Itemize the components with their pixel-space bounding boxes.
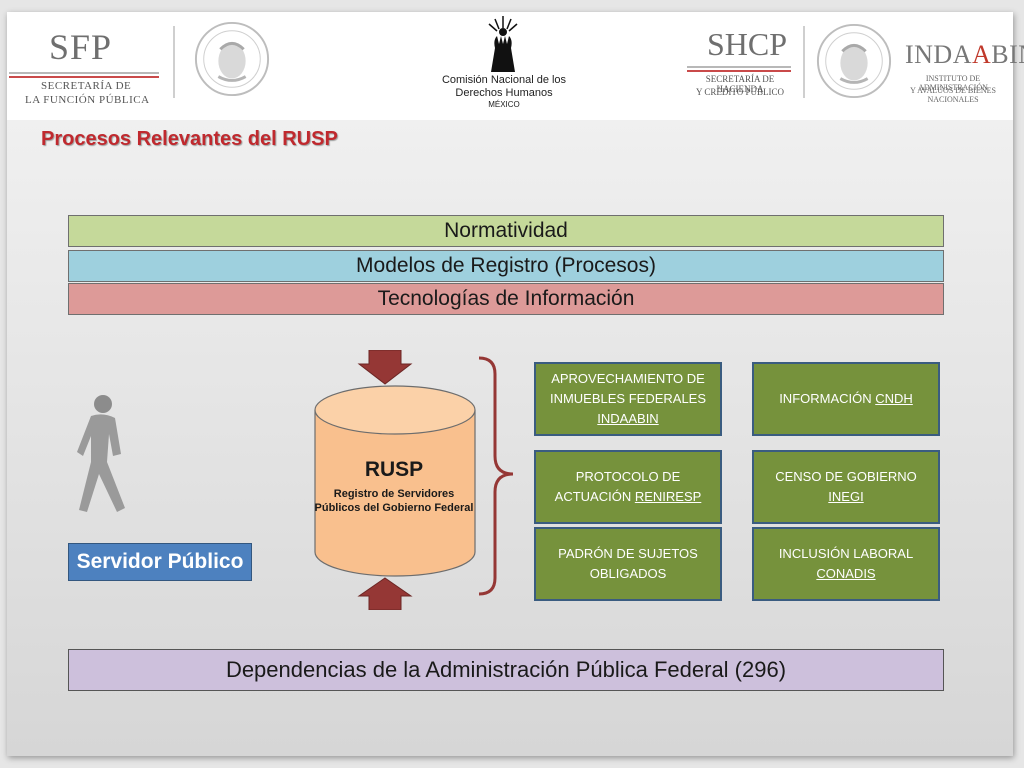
right-brace-icon: [478, 356, 514, 596]
cndh-logo-line2: Derechos Humanos: [455, 87, 553, 99]
conadis-link[interactable]: CONADIS: [816, 566, 876, 581]
box-line: APROVECHAMIENTO DE: [551, 371, 705, 386]
sfp-logo-rule: [9, 72, 159, 74]
box-inclusion-conadis: INCLUSIÓN LABORAL CONADIS: [752, 527, 940, 601]
logo-bar: SFP SECRETARÍA DE LA FUNCIÓN PÚBLICA Com…: [7, 12, 1024, 120]
box-informacion-cndh: INFORMACIÓN CNDH: [752, 362, 940, 436]
shcp-logo-line1: SECRETARÍA DE HACIENDA: [705, 74, 775, 94]
renirep-link[interactable]: RENIRESP: [634, 489, 702, 504]
box-line: ACTUACIÓN RENIRESP: [554, 489, 702, 504]
box-line: PROTOCOLO DE: [575, 469, 681, 484]
box-line: PADRÓN DE SUJETOS: [558, 546, 698, 561]
indaabin-logo-line2: Y AVALÚOS DE BIENES NACIONALES: [910, 86, 996, 104]
band-tecnologias: Tecnologías de Información: [68, 283, 944, 315]
rusp-title: RUSP: [364, 458, 424, 481]
logo-separator: [803, 26, 805, 98]
box-censo-inegi: CENSO DE GOBIERNO INEGI: [752, 450, 940, 524]
band-normatividad: Normatividad: [68, 215, 944, 247]
cndh-logo-line1: Comisión Nacional de los: [441, 74, 567, 86]
sfp-logo-acronym: SFP: [49, 27, 113, 67]
shcp-logo-acronym: SHCP: [707, 26, 788, 62]
box-aprovechamiento-indaabin: APROVECHAMIENTO DE INMUEBLES FEDERALES I…: [534, 362, 722, 436]
servidor-publico-box: Servidor Público: [68, 543, 252, 581]
indaabin-link[interactable]: INDAABIN: [597, 411, 659, 426]
inegi-link[interactable]: INEGI: [828, 489, 864, 504]
rusp-database-cylinder: [314, 350, 476, 610]
sfp-logo-line2: LA FUNCIÓN PÚBLICA: [25, 94, 150, 106]
band-modelos-registro: Modelos de Registro (Procesos): [68, 250, 944, 282]
sfp-logo-line1: SECRETARÍA DE: [41, 80, 132, 92]
indaabin-logo-acronym: INDAABIN: [905, 40, 1024, 69]
box-line: INCLUSIÓN LABORAL: [778, 546, 914, 561]
box-line: INMUEBLES FEDERALES: [549, 391, 707, 406]
rusp-subtitle-line1: Registro de Servidores: [333, 488, 455, 500]
walking-person-icon: [77, 395, 125, 512]
mexico-seal-icon: [194, 21, 270, 97]
sfp-logo-rule-red: [9, 76, 159, 78]
slide: SFP SECRETARÍA DE LA FUNCIÓN PÚBLICA Com…: [7, 12, 1024, 756]
indaabin-logo-line1: INSTITUTO DE ADMINISTRACIÓN: [918, 74, 988, 92]
shcp-logo-rule: [687, 66, 791, 68]
box-protocolo-renirep: PROTOCOLO DE ACTUACIÓN RENIRESP: [534, 450, 722, 524]
shcp-logo-rule-red: [687, 70, 791, 72]
logo-separator: [173, 26, 175, 98]
slide-title: Procesos Relevantes del RUSP: [41, 128, 338, 150]
cndh-logo-line3: MÉXICO: [488, 100, 520, 109]
shcp-logo-line2: Y CRÉDITO PÚBLICO: [695, 87, 784, 97]
box-padron-sujetos: PADRÓN DE SUJETOS OBLIGADOS: [534, 527, 722, 601]
band-dependencias: Dependencias de la Administración Públic…: [68, 649, 944, 691]
box-line: CENSO DE GOBIERNO: [775, 469, 917, 484]
rusp-subtitle-line2: Públicos del Gobierno Federal: [314, 502, 474, 514]
box-line: INFORMACIÓN CNDH: [779, 391, 913, 406]
mexico-seal-icon: [816, 23, 892, 99]
cndh-link[interactable]: CNDH: [875, 391, 913, 406]
box-line: OBLIGADOS: [589, 566, 667, 581]
cndh-hand-icon: [488, 16, 518, 72]
